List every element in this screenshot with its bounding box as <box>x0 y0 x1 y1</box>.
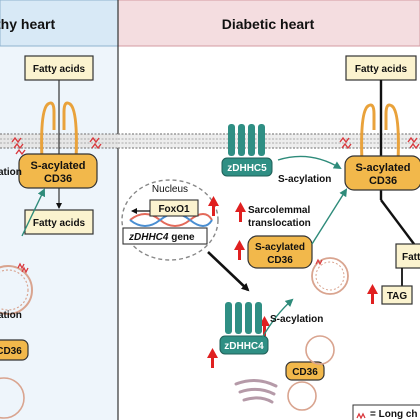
right-diagonal-arrow <box>380 199 420 253</box>
left-partial-cd36 <box>0 339 29 361</box>
up-arrow-sarcolemmal <box>235 202 246 222</box>
up-arrow-cd36 <box>234 240 245 260</box>
right-s-acylated-cd36 <box>344 155 420 191</box>
left-partial-acylation-1: ation <box>0 167 22 178</box>
left-fatty-acids-bottom-label: Fatty acids <box>33 218 86 229</box>
sarcolemmal-line1: Sarcolemmal <box>248 205 310 216</box>
s-acylation-top-label: S-acylation <box>278 174 331 185</box>
left-fatty-acids-box <box>24 55 94 81</box>
zdhhc5-label: zDHHC5 <box>227 163 267 174</box>
zdhhc4-label: zDHHC4 <box>224 341 264 352</box>
zdhhc4-acylation-arrow <box>261 298 294 339</box>
tag-label: TAG <box>387 291 408 302</box>
right-cd36-protein <box>360 103 400 163</box>
right-vesicle-upper <box>311 257 349 295</box>
left-vesicle <box>0 262 33 315</box>
mid-s-acylated-cd36 <box>247 235 313 269</box>
left-cd36-line2: CD36 <box>44 173 72 185</box>
left-fatty-acids-bottom-box <box>24 209 94 235</box>
golgi-stack <box>234 379 278 404</box>
left-partial-acylation-2: ation <box>0 310 22 321</box>
right-membrane <box>118 133 420 149</box>
right-panel-title: Diabetic heart <box>222 16 315 32</box>
right-header-bar <box>117 0 420 47</box>
right-fatty-partial-box <box>395 243 420 269</box>
left-partial-cd36-label: CD36 <box>0 346 22 357</box>
nucleus-to-zdhhc4-arrow <box>207 251 250 292</box>
right-fatty-acyl-chains <box>339 136 420 150</box>
nucleus-boundary <box>121 179 219 261</box>
left-cd36-line1: S-acylated <box>30 160 85 172</box>
up-arrow-foxo1 <box>208 196 219 216</box>
right-fatty-partial-label: Fatt <box>402 252 420 263</box>
sarcolemmal-line2: translocation <box>248 218 311 229</box>
left-s-acylated-cd36 <box>18 153 98 189</box>
tag-box <box>381 285 413 305</box>
legend-label: = Long ch <box>370 409 418 420</box>
foxo1-box <box>149 199 199 217</box>
zdhhc5-protein <box>228 124 265 156</box>
up-arrow-tag <box>367 284 378 304</box>
cd36-small-box <box>285 361 325 381</box>
s-acylation-bottom-label: S-acylation <box>270 314 323 325</box>
zdhhc4-gene-name: zDHHC4 <box>128 232 169 243</box>
up-arrow-zdhhc4 <box>207 348 218 368</box>
left-header-bar <box>0 0 119 47</box>
left-teal-arrow <box>21 188 46 237</box>
left-cd36-protein <box>40 101 78 161</box>
zdhhc4-gene-suffix: gene <box>168 232 195 243</box>
right-cd36-line2: CD36 <box>369 175 397 187</box>
nucleus-label: Nucleus <box>152 184 188 195</box>
zdhhc5-acylation-arrow <box>277 155 342 170</box>
right-vesicle-lower <box>287 335 335 411</box>
translocation-arrow <box>311 188 348 245</box>
right-cd36-line1: S-acylated <box>355 162 410 174</box>
zdhhc4-box <box>219 335 269 355</box>
right-fatty-acids-box <box>345 55 417 81</box>
zdhhc4-gene-label: zDHHC4 gene <box>128 232 195 243</box>
foxo1-label: FoxO1 <box>158 204 190 215</box>
legend-box <box>352 404 420 420</box>
mid-cd36-line2: CD36 <box>267 255 293 266</box>
cd36-small-label: CD36 <box>292 367 318 378</box>
left-panel-title: thy heart <box>0 16 55 32</box>
left-fatty-acyl-chains <box>11 136 102 156</box>
zdhhc4-gene-box <box>122 227 208 245</box>
left-fatty-acids-label: Fatty acids <box>33 64 86 75</box>
left-vesicle-2 <box>0 377 25 419</box>
zdhhc5-box <box>221 157 273 177</box>
right-fatty-acids-label: Fatty acids <box>355 64 408 75</box>
legend-chain-icon <box>356 412 366 420</box>
mid-cd36-line1: S-acylated <box>255 242 305 253</box>
zdhhc4-protein <box>225 302 262 334</box>
